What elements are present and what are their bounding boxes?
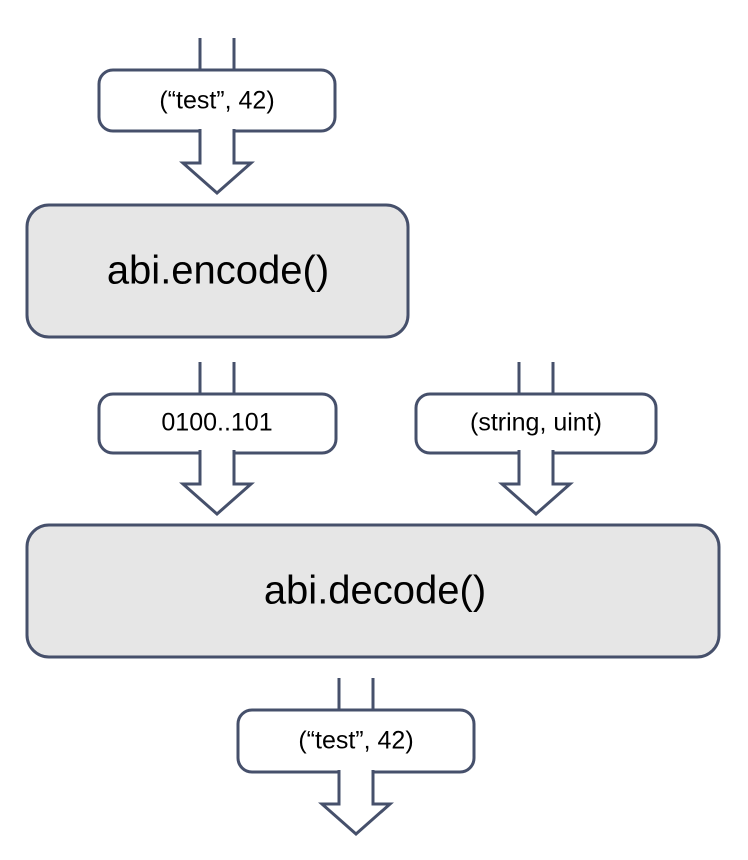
node-abi-encode-label: abi.encode() bbox=[107, 249, 329, 293]
node-encoded-bytes-label: 0100..101 bbox=[161, 409, 272, 437]
connector-arrow-type-tuple-to-decode bbox=[498, 450, 574, 517]
node-output-tuple-label: (“test”, 42) bbox=[298, 727, 413, 755]
node-abi-decode-label: abi.decode() bbox=[264, 569, 486, 613]
connector-arrow-output-tuple-out bbox=[318, 770, 394, 837]
connector-arrow-input-tuple-to-encode bbox=[179, 129, 255, 196]
node-encoded-bytes[interactable]: 0100..101 bbox=[97, 392, 338, 455]
node-input-tuple[interactable]: (“test”, 42) bbox=[97, 68, 337, 133]
node-type-tuple-label: (string, uint) bbox=[470, 409, 602, 437]
node-type-tuple[interactable]: (string, uint) bbox=[414, 392, 658, 455]
node-input-tuple-label: (“test”, 42) bbox=[159, 87, 274, 115]
node-abi-decode-shape bbox=[25, 523, 721, 659]
node-abi-encode[interactable]: abi.encode() bbox=[25, 203, 410, 339]
node-abi-encode-shape bbox=[25, 203, 410, 339]
node-output-tuple[interactable]: (“test”, 42) bbox=[236, 708, 476, 774]
connector-arrow-encoded-bytes-to-decode bbox=[179, 450, 255, 517]
node-abi-decode[interactable]: abi.decode() bbox=[25, 523, 721, 659]
